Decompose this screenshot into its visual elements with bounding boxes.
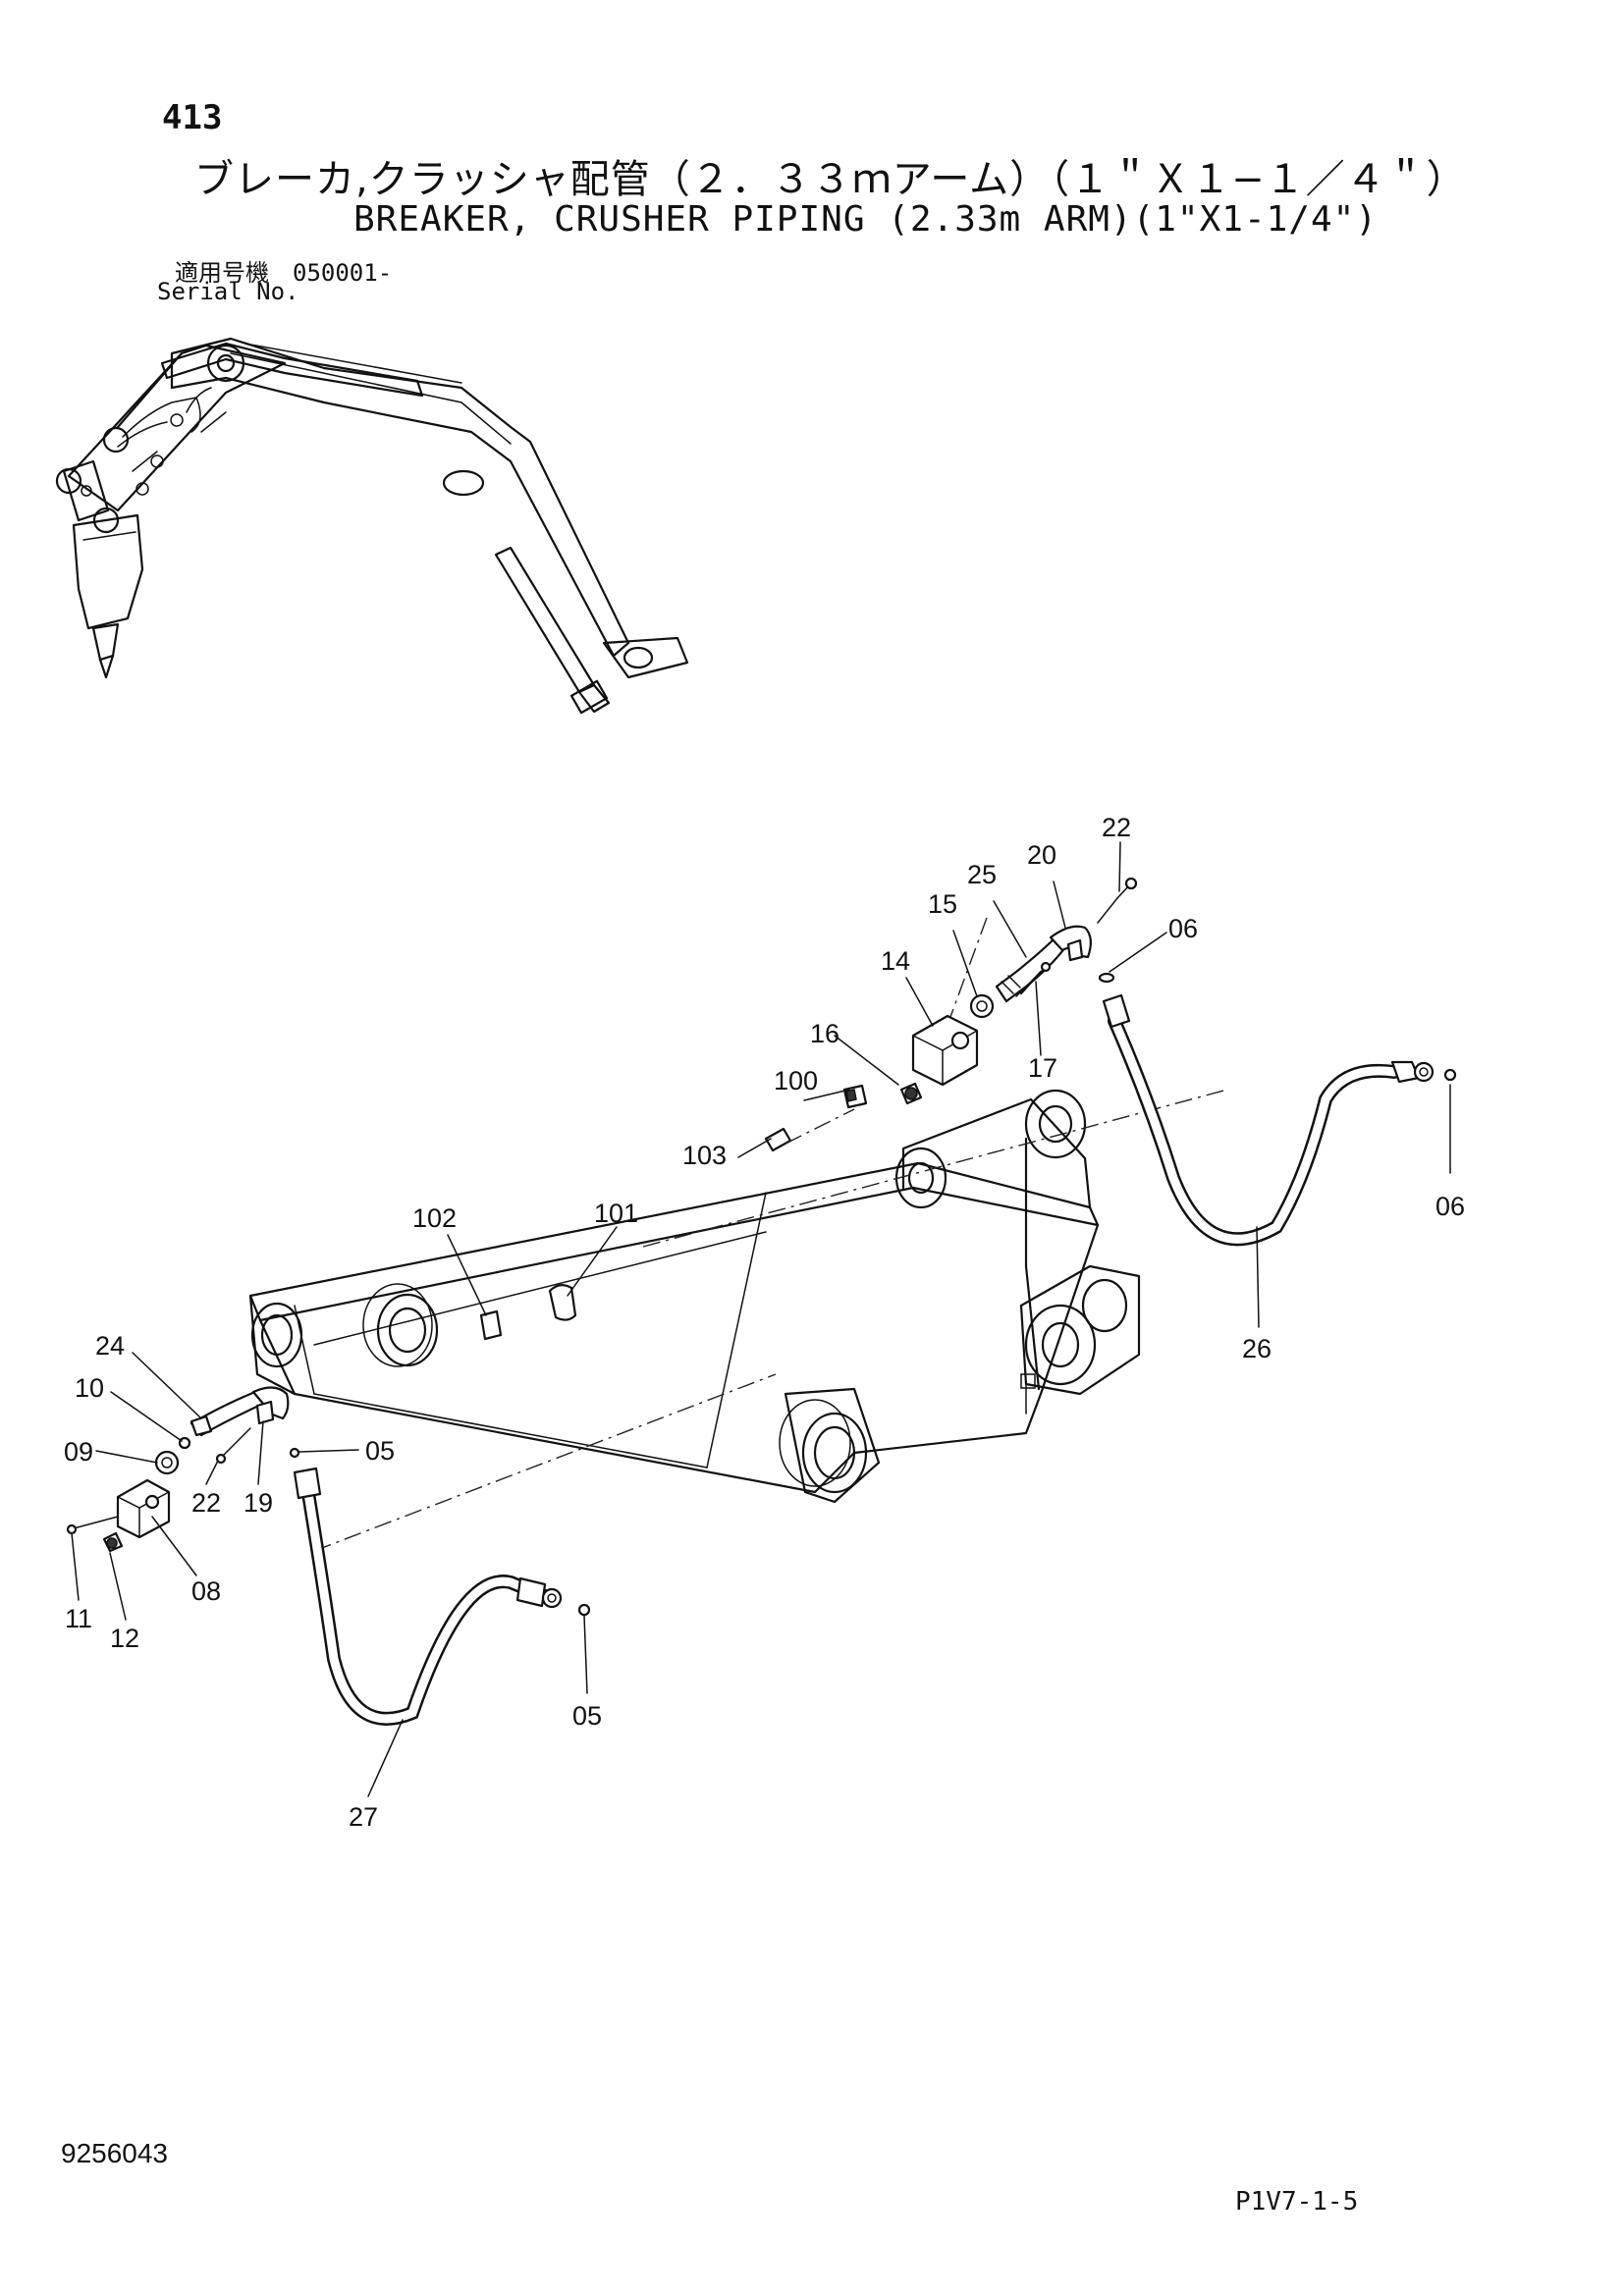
callout-10: 10 [75, 1373, 104, 1403]
center-lines [313, 917, 1228, 1552]
clamp-102 [479, 1309, 503, 1341]
callout-09: 09 [64, 1437, 93, 1467]
o-ring-06-top [1098, 972, 1115, 984]
callout-08: 08 [191, 1576, 221, 1606]
overview-thumbnail [55, 337, 689, 715]
callout-22-left: 22 [191, 1488, 221, 1518]
serial-label-english: Serial No. [157, 278, 299, 305]
page-number: 413 [162, 98, 223, 137]
callout-25: 25 [967, 860, 997, 889]
leader-lines [71, 841, 1451, 1797]
adapter-15 [969, 993, 995, 1019]
o-ring-10 [178, 1436, 191, 1450]
lower-piping [66, 1386, 591, 1726]
callout-26: 26 [1242, 1334, 1272, 1363]
o-ring-05-lower [577, 1603, 591, 1617]
sheet-code: P1V7-1-5 [1235, 2187, 1359, 2216]
callout-17: 17 [1028, 1053, 1057, 1083]
callout-20: 20 [1027, 840, 1056, 870]
pipe-25 [995, 935, 1067, 1003]
page-title-english: BREAKER, CRUSHER PIPING (2.33m ARM)(1"X1… [353, 199, 1378, 240]
callout-16: 16 [810, 1019, 839, 1048]
o-ring-06-right [1443, 1068, 1457, 1082]
callout-numbers: 22 20 25 15 06 14 16 17 100 103 101 102 … [64, 813, 1465, 1832]
callout-14: 14 [881, 946, 910, 976]
callout-100: 100 [774, 1066, 818, 1095]
arm-assembly [248, 1084, 1141, 1504]
callout-103: 103 [682, 1141, 727, 1170]
callout-11: 11 [65, 1604, 92, 1633]
callout-19: 19 [244, 1488, 273, 1518]
upper-piping [899, 877, 1457, 1247]
callout-05-upper: 05 [365, 1436, 395, 1466]
callout-06-right: 06 [1435, 1192, 1465, 1221]
o-ring-05-upper [289, 1447, 300, 1459]
callout-12: 12 [110, 1624, 139, 1653]
callout-05-lower: 05 [572, 1701, 602, 1731]
callout-27: 27 [349, 1802, 378, 1832]
page-title-japanese: ブレーカ,クラッシャ配管（２．３３ｍアーム）（１＂Ｘ１−１／４＂） [194, 157, 1467, 202]
callout-15: 15 [928, 889, 957, 919]
adapter-09 [154, 1450, 180, 1475]
callout-06-top: 06 [1168, 914, 1198, 943]
callout-101: 101 [594, 1199, 638, 1228]
callout-24: 24 [95, 1331, 125, 1361]
callout-22-top: 22 [1102, 813, 1131, 842]
serial-label-japanese: 適用号機 050001- [175, 259, 393, 287]
block-14 [911, 1014, 979, 1087]
callout-102: 102 [412, 1203, 457, 1233]
drawing-number: 9256043 [61, 2138, 169, 2168]
